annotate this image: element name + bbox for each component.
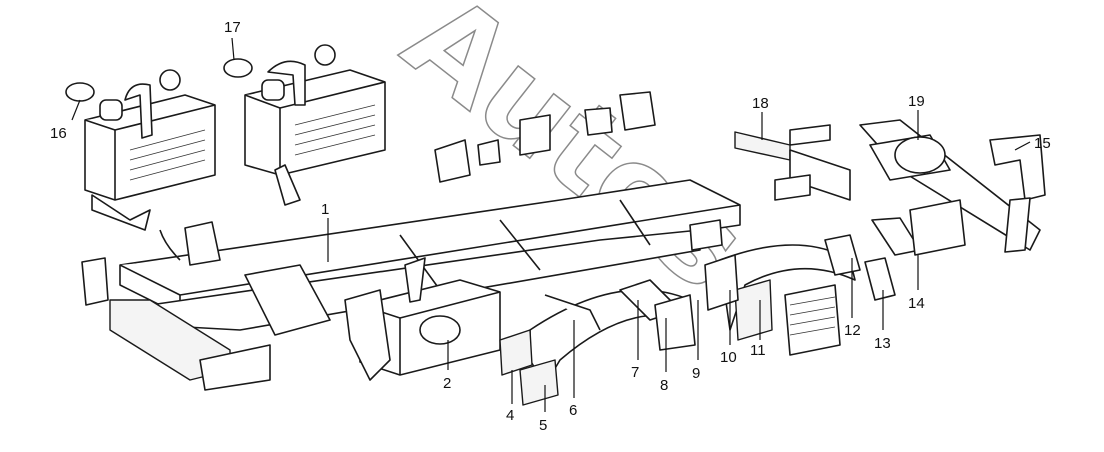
callout-18: 18	[752, 95, 769, 112]
rear-mudguard-right	[704, 244, 856, 356]
rear-mudguard-left	[499, 279, 696, 406]
side-brackets	[824, 217, 921, 301]
callout-5: 5	[539, 417, 547, 434]
callout-13: 13	[874, 335, 891, 352]
callout-6: 6	[569, 402, 577, 419]
fuel-tank-middle	[223, 44, 386, 206]
callout-9: 9	[692, 365, 700, 382]
callout-12: 12	[844, 322, 861, 339]
chassis-frame	[109, 179, 741, 391]
callout-19: 19	[908, 93, 925, 110]
callout-7: 7	[631, 364, 639, 381]
front-brackets	[81, 221, 221, 306]
callout-17: 17	[224, 19, 241, 36]
callout-labels: 1 2 4 5 6 7 8 9 10 11 12 13 14 15 16 17 …	[50, 19, 1051, 434]
callout-14: 14	[908, 295, 925, 312]
callout-1: 1	[321, 201, 329, 218]
callout-8: 8	[660, 377, 668, 394]
callout-15: 15	[1034, 135, 1051, 152]
engine-mounts	[434, 91, 723, 251]
rear-crossmember	[734, 119, 1046, 256]
battery-box	[344, 257, 501, 381]
callout-11: 11	[750, 342, 766, 359]
callout-2: 2	[443, 375, 451, 392]
leader-lines	[71, 37, 1031, 412]
callout-16: 16	[50, 125, 67, 142]
fuel-tank-left	[65, 69, 216, 231]
callout-4: 4	[506, 407, 514, 424]
callout-10: 10	[720, 349, 737, 366]
